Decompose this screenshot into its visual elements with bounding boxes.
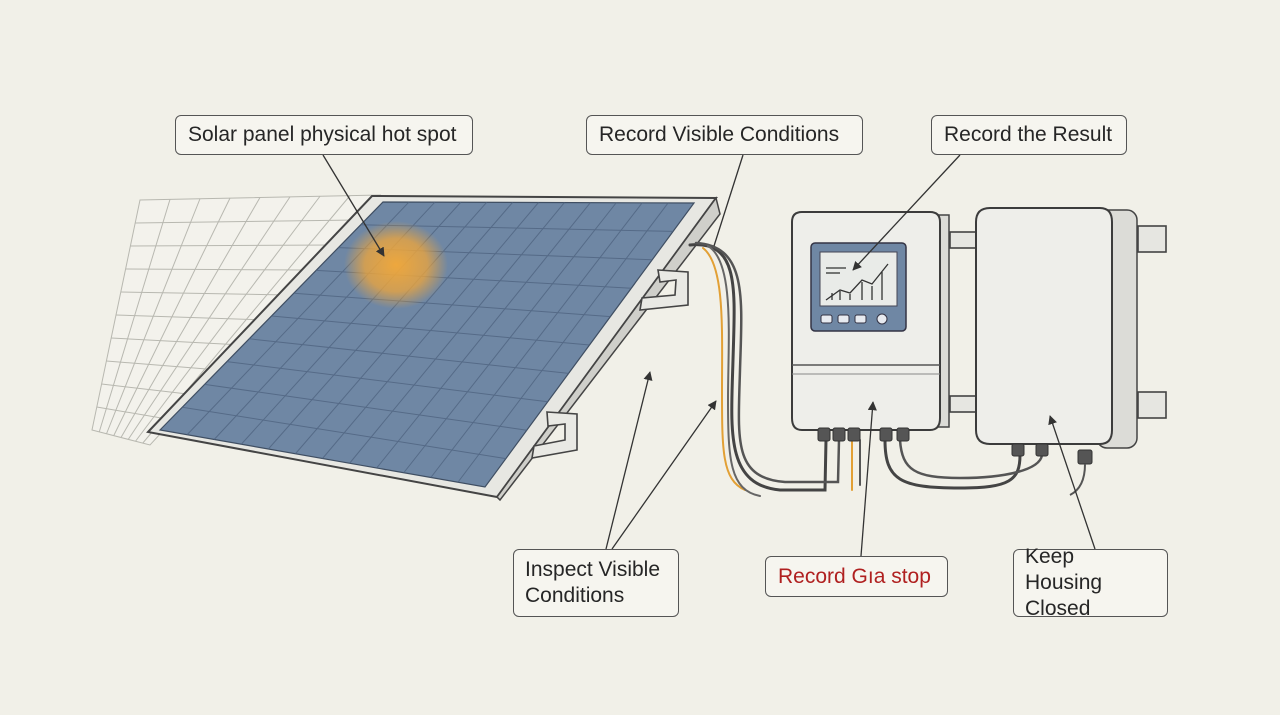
inverter: [791, 211, 950, 442]
callout-record-stop: Record Gıa stop: [765, 556, 948, 597]
hot-spot: [344, 221, 448, 309]
callout-record-visible-text: Record Visible Conditions: [599, 123, 840, 146]
background-panel-sketch: [91, 194, 382, 446]
callout-record-visible-conditions: Record Visible Conditions: [586, 115, 863, 155]
junction-box: [975, 207, 1138, 496]
callout-inspect-visible-conditions: Inspect Visible Conditions: [513, 549, 679, 617]
callout-hot-spot-text: Solar panel physical hot spot: [188, 123, 457, 146]
callout-keep-line2: Closed: [1025, 597, 1091, 620]
callout-keep-housing-closed: Keep Housing Closed: [1013, 545, 1168, 620]
callout-record-stop-text: Record Gıa stop: [778, 564, 931, 588]
callout-hot-spot: Solar panel physical hot spot: [175, 115, 473, 155]
inverter-buttons: [820, 313, 888, 325]
dc-cables: [688, 241, 1044, 497]
mounting-brackets: [531, 269, 689, 459]
cable-glands: [817, 427, 910, 442]
callout-keep-line1: Keep Housing: [1025, 545, 1103, 594]
callout-record-result: Record the Result: [931, 115, 1127, 155]
trend-chart-icon: [825, 263, 889, 301]
callout-record-result-text: Record the Result: [944, 123, 1113, 146]
callout-inspect-line1: Inspect Visible: [525, 558, 661, 581]
callout-inspect-line2: Conditions: [525, 584, 625, 607]
leader-lines: [322, 154, 1096, 557]
